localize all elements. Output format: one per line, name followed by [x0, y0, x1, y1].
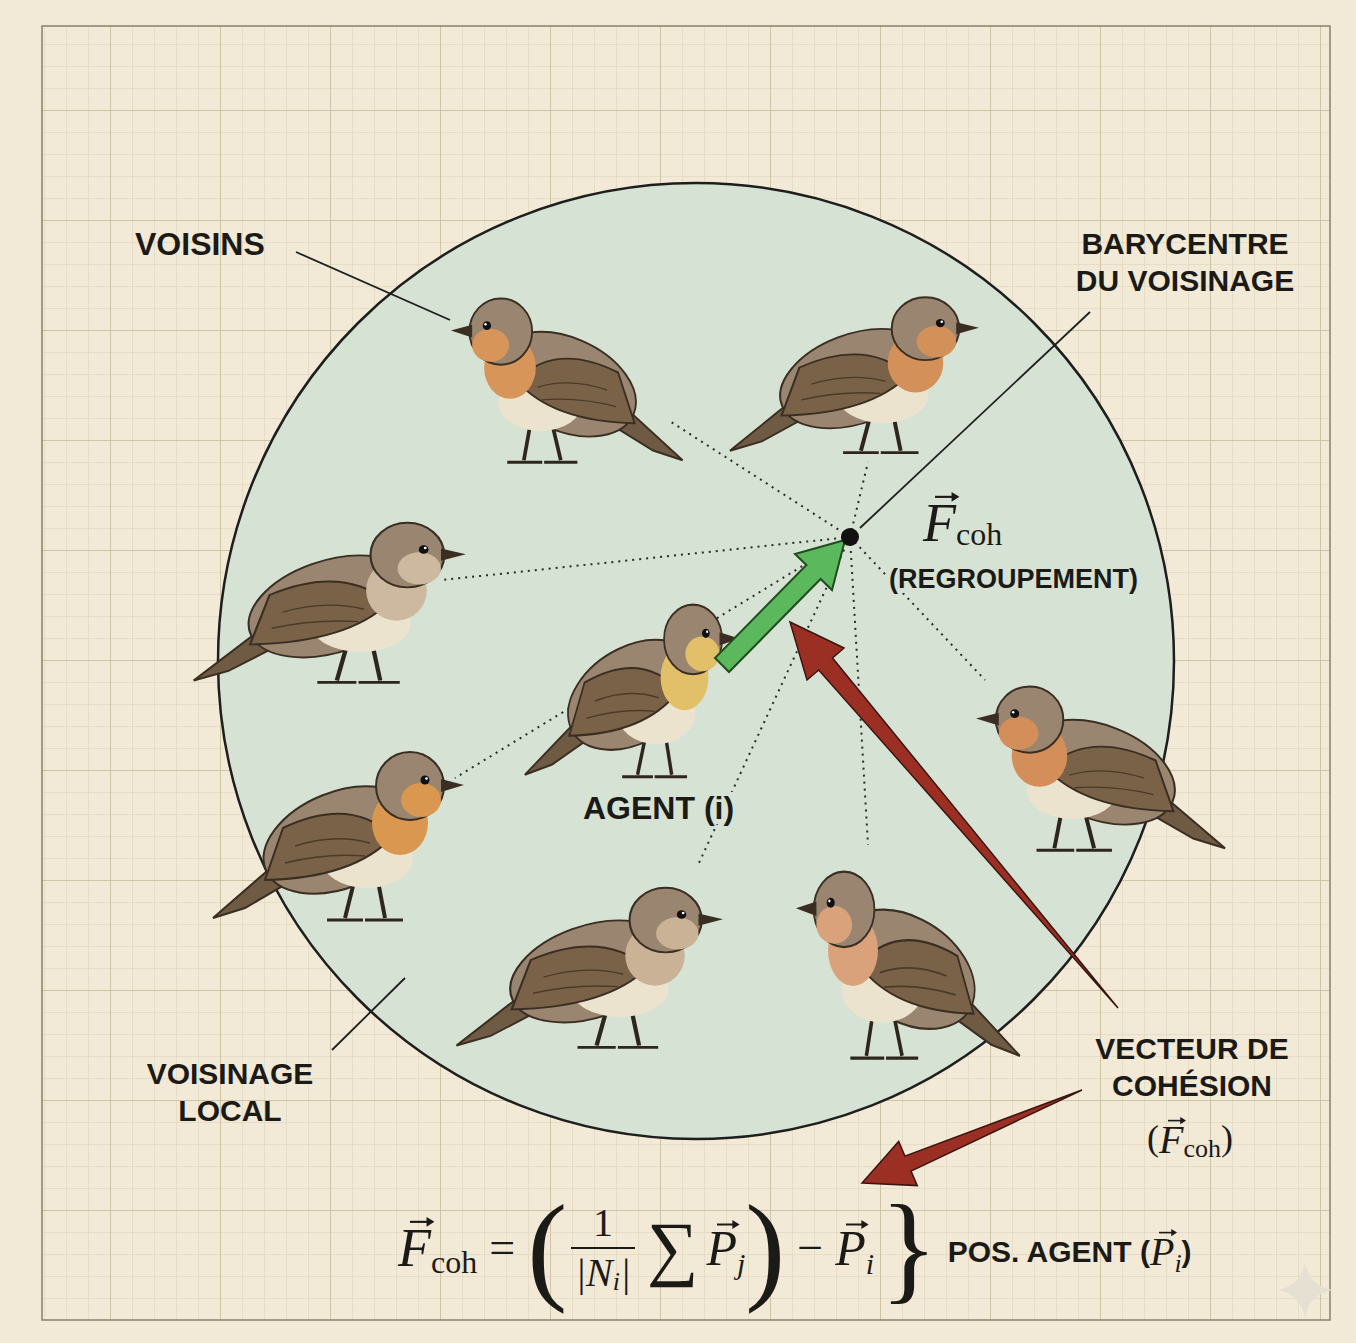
vector-arrow	[844, 1218, 871, 1231]
subscript: i	[613, 1269, 620, 1295]
illustration-part	[796, 872, 1020, 1058]
birds	[194, 297, 1225, 1058]
operator: −	[797, 1225, 823, 1271]
grid-major	[42, 26, 1330, 1320]
illustration-part	[525, 605, 739, 777]
vector-arrow	[1157, 1227, 1179, 1238]
label-group: (Fcoh)	[1147, 1120, 1233, 1162]
illustration-part	[850, 462, 868, 537]
parenthesis: (	[527, 1188, 567, 1308]
vector-arrow	[408, 1215, 436, 1229]
vector-symbol: F	[398, 1221, 431, 1275]
label-group: (REGROUPEMENT)	[886, 566, 1141, 593]
parenthesis: )	[1221, 1120, 1233, 1156]
parenthesis: )	[745, 1188, 785, 1308]
vector-arrow-head	[951, 492, 959, 502]
part-label: VOISINS	[135, 228, 265, 260]
illustration-part	[332, 978, 405, 1050]
operator: =	[489, 1225, 515, 1271]
watermark-star	[1277, 1262, 1333, 1318]
annotation: (REGROUPEMENT)	[889, 566, 1138, 593]
part-label: AGENT (i)	[583, 792, 734, 824]
label-group: VOISINS	[135, 228, 265, 260]
vector-symbol: F	[923, 496, 956, 550]
vector-symbol: P	[1150, 1232, 1174, 1272]
vector-arrow-head	[426, 1217, 434, 1227]
part-label: VOISINAGE LOCAL	[130, 1056, 330, 1129]
illustration-part	[796, 872, 1020, 1058]
vector-arrow	[933, 490, 961, 504]
cohesion-arrow-red	[790, 622, 1118, 1008]
formula: Fcoh=(1|Ni|∑Pj)−Pi}POS. AGENT (Pi)	[398, 1183, 1192, 1313]
label-group: VECTEUR DE COHÉSION	[1072, 1031, 1312, 1104]
subscript: coh	[956, 518, 1002, 550]
vector-arrow	[1166, 1115, 1188, 1126]
vector-arrow	[715, 1218, 742, 1231]
numerator: 1	[593, 1203, 613, 1247]
pointer-arrow-red	[862, 1090, 1082, 1186]
illustration-part	[213, 752, 464, 920]
vector-arrow-head	[1171, 1229, 1177, 1236]
part-label: BARYCENTRE DU VOISINAGE	[1058, 226, 1312, 299]
annotation: )	[1182, 1237, 1192, 1267]
label-group: Fcoh	[920, 496, 1005, 550]
leader-lines	[296, 252, 1090, 1050]
vector-symbol: P	[706, 1223, 737, 1273]
barycentre-dot	[841, 528, 859, 546]
sum-symbol: ∑	[647, 1212, 698, 1284]
label-group: VOISINAGE LOCAL	[130, 1056, 330, 1129]
part-label: VECTEUR DE COHÉSION	[1072, 1031, 1312, 1104]
illustration-part	[976, 686, 1225, 850]
brace: }	[880, 1188, 938, 1308]
frame	[42, 26, 1330, 1320]
parenthesis: (	[1147, 1120, 1159, 1156]
label-group: AGENT (i)	[580, 792, 737, 824]
illustration-part	[455, 537, 850, 778]
subscript: coh	[1183, 1136, 1221, 1162]
vector-arrow-head	[1180, 1117, 1186, 1124]
numerator-digit: 1	[593, 1203, 613, 1243]
grid-minor	[42, 26, 1330, 1320]
illustration-part	[451, 298, 683, 462]
set-size: |	[620, 1253, 631, 1293]
subscript: i	[866, 1249, 874, 1279]
annotation: POS. AGENT (	[948, 1237, 1150, 1267]
set-size: |N	[575, 1253, 613, 1293]
vector-symbol: P	[835, 1223, 866, 1273]
illustration-part	[850, 537, 985, 680]
vector-symbol: F	[1159, 1120, 1183, 1160]
vector-arrow-head	[862, 1220, 869, 1229]
illustration-part	[976, 686, 1225, 850]
vector-arrow-head	[733, 1220, 740, 1229]
label-group: BARYCENTRE DU VOISINAGE	[1058, 226, 1312, 299]
subscript: j	[737, 1249, 745, 1279]
denominator: |Ni|	[571, 1247, 635, 1293]
subscript: i	[1174, 1251, 1181, 1277]
fraction: 1|Ni|	[571, 1203, 635, 1293]
illustration-part	[194, 523, 466, 683]
illustration-part	[296, 252, 450, 320]
neighbourhood-circle	[218, 183, 1174, 1139]
illustration-part	[451, 298, 683, 462]
illustration-part	[730, 297, 979, 452]
illustration-part	[456, 888, 722, 1048]
subscript: coh	[431, 1246, 477, 1278]
